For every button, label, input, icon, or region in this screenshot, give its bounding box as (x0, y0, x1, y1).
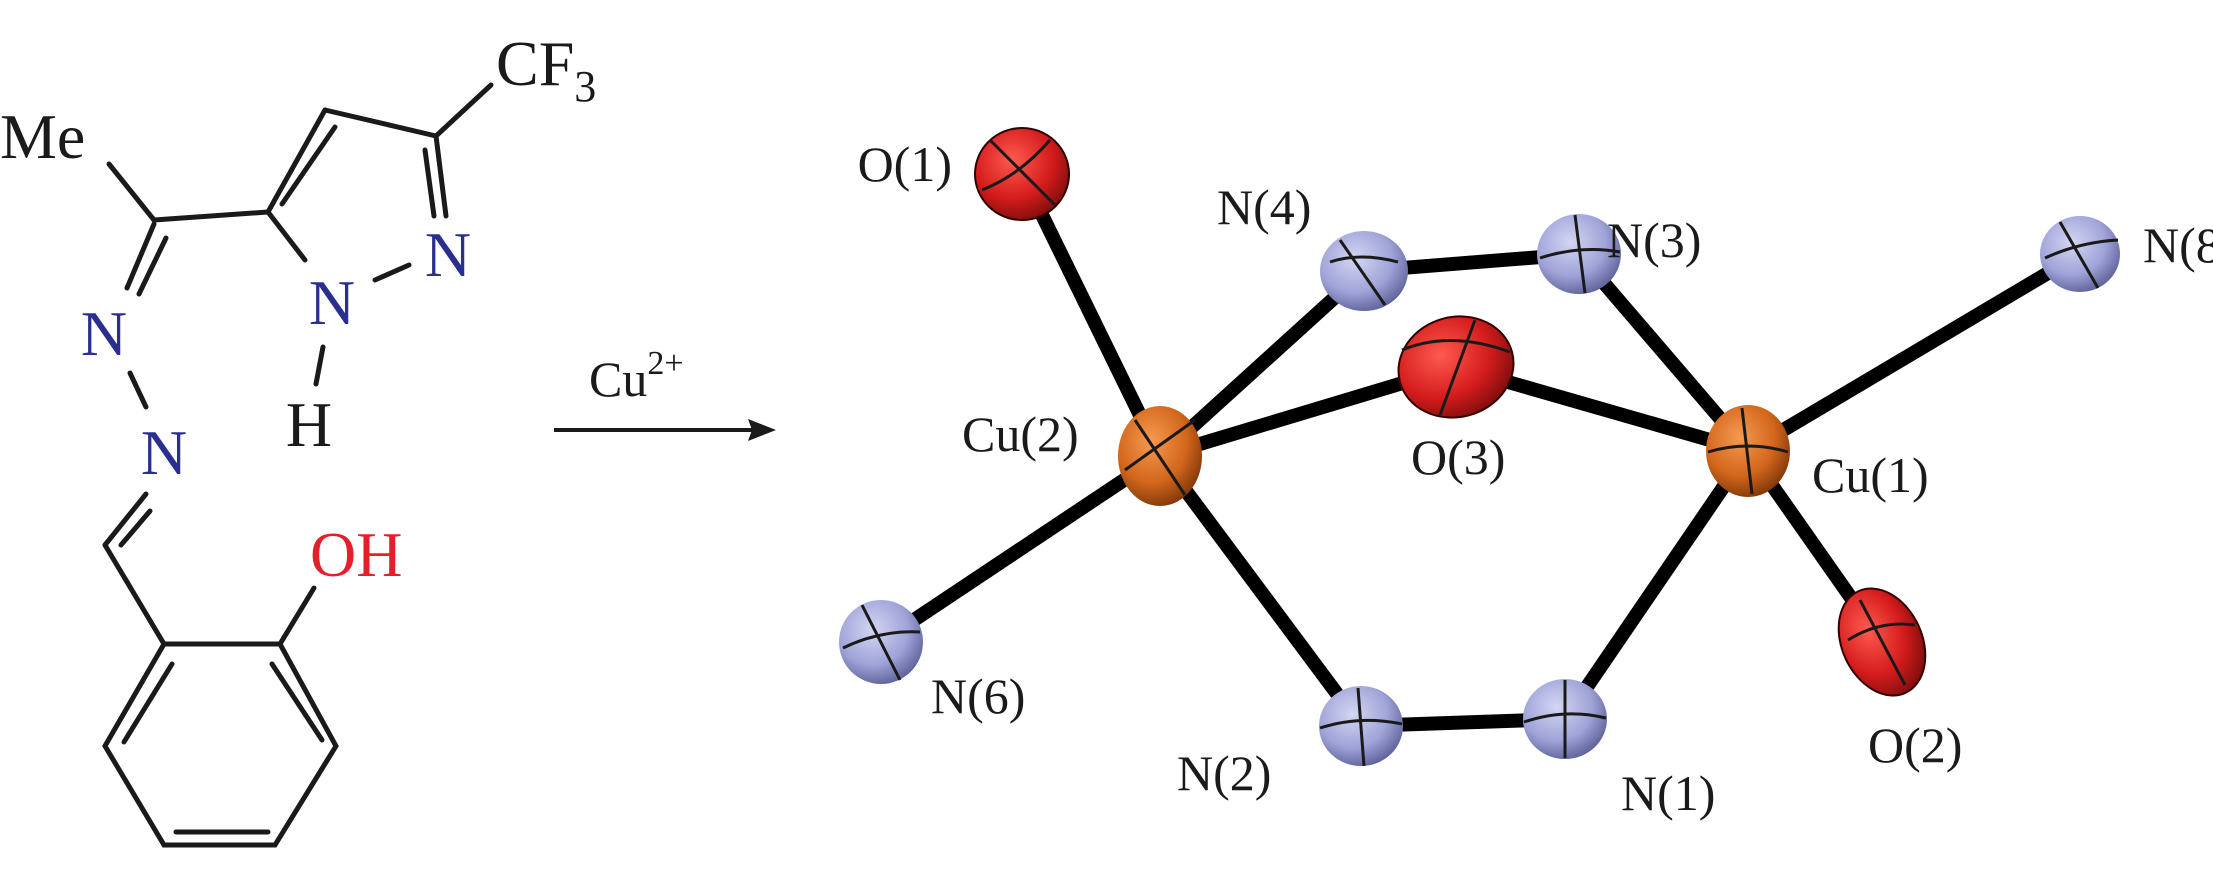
label-o1: O(1) (858, 136, 952, 192)
atom-o1 (974, 127, 1070, 221)
reagent-label: Cu2+ (589, 345, 684, 407)
atom-o3 (1397, 315, 1515, 419)
label-cu1: Cu(1) (1812, 447, 1929, 503)
label-n2: N(2) (1177, 745, 1271, 801)
arrowhead-icon (748, 419, 776, 441)
complex-bonds (874, 167, 2087, 733)
label-cu2: Cu(2) (962, 406, 1079, 462)
atom-n4 (1320, 231, 1408, 311)
label-n8: N(8) (2143, 217, 2213, 273)
atom-n2 (1319, 686, 1403, 767)
ligand-structure: Me CF3 N N N N H OH (0, 28, 596, 848)
atom-n8 (2040, 216, 2120, 292)
copper-complex: O(1) N(4) N(3) N(8) Cu(2) O(3) Cu(1) N(6… (839, 127, 2213, 821)
pyrazole-nh-nitrogen: N (309, 267, 355, 338)
label-n4: N(4) (1217, 179, 1311, 235)
label-n1: N(1) (1621, 765, 1715, 821)
pyrazole-nitrogen: N (425, 219, 471, 290)
atom-cu2 (1118, 406, 1202, 506)
atom-n3 (1537, 214, 1621, 294)
cf3-subscript: 3 (574, 62, 596, 111)
atom-o2 (1837, 587, 1927, 697)
azine-nitrogen-2: N (141, 417, 187, 488)
hydrogen-label: H (286, 389, 332, 460)
cf3-label: CF3 (496, 28, 596, 111)
atom-cu1 (1706, 405, 1790, 497)
hydroxyl-label: OH (310, 519, 402, 590)
atom-n1 (1523, 679, 1607, 759)
label-n3: N(3) (1607, 212, 1701, 268)
label-o2: O(2) (1868, 717, 1962, 773)
label-n6: N(6) (931, 668, 1025, 724)
cf3-main: CF (496, 28, 574, 99)
atom-n6 (839, 600, 923, 684)
reaction-arrow (554, 419, 776, 441)
reagent-charge: 2+ (647, 345, 683, 382)
reagent-main: Cu (589, 351, 647, 407)
azine-nitrogen-1: N (81, 298, 127, 369)
methyl-label: Me (0, 101, 85, 172)
label-o3: O(3) (1411, 429, 1505, 485)
ligand-bonds (102, 82, 494, 848)
